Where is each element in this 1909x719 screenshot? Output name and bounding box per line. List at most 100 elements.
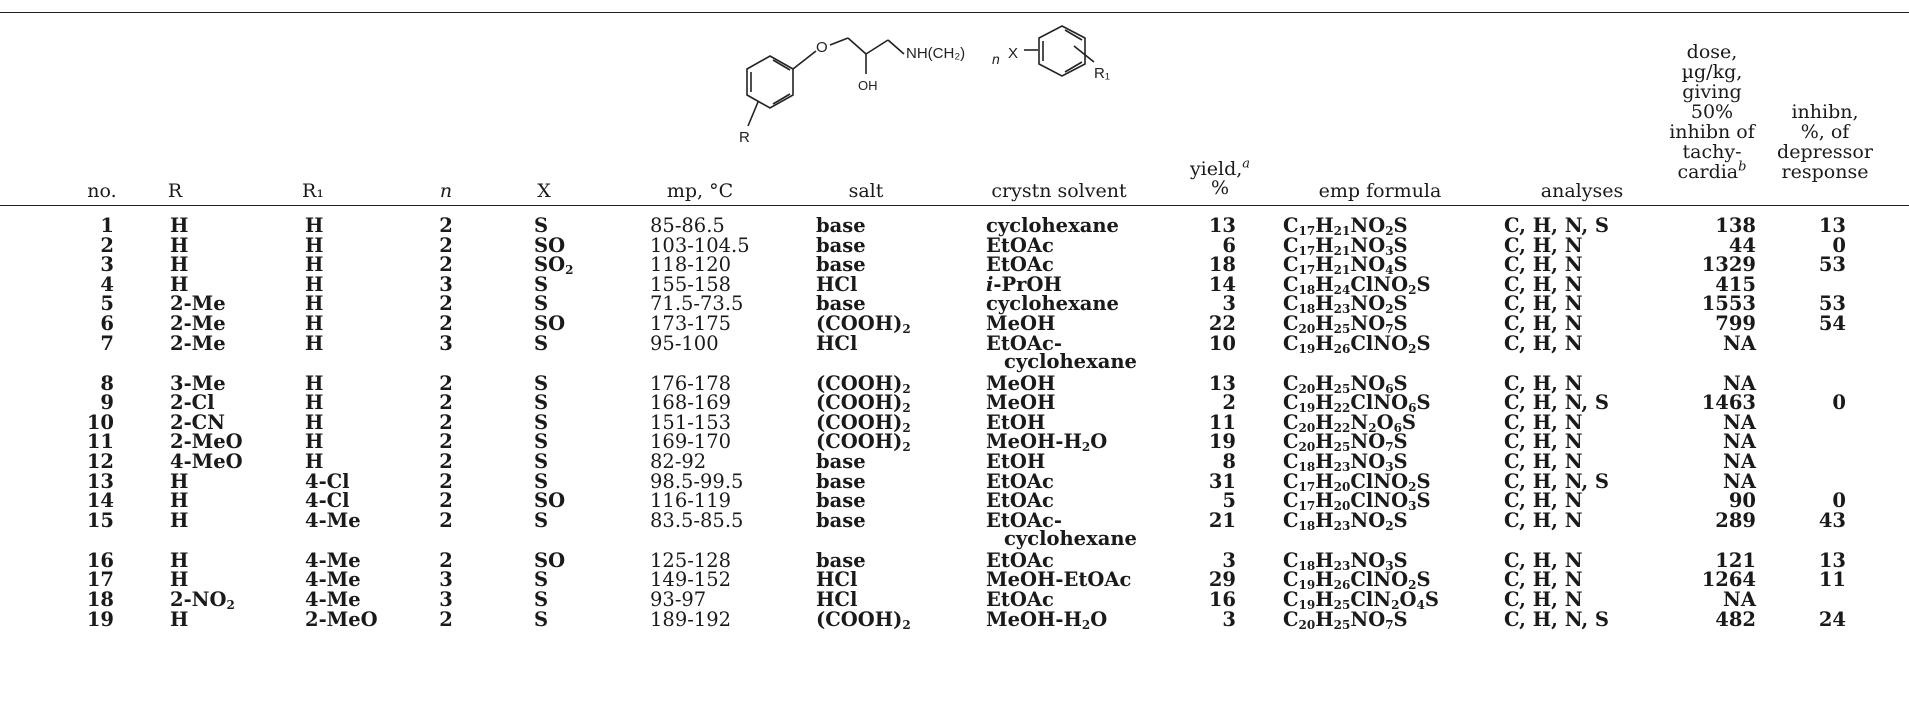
cell-solvent: MeOH-EtOAc <box>986 568 1132 592</box>
cell-mp: 169-170 <box>650 430 732 454</box>
cell-analyses: C, H, N <box>1504 548 1583 572</box>
header-inhib-line: %, of <box>1800 121 1850 143</box>
cell-formula: C20H25NO7S <box>1283 607 1408 632</box>
cell-inhib: 24 <box>1818 607 1846 631</box>
cell-r1: 2-MeO <box>305 607 378 631</box>
cell-no: 15 <box>86 508 114 532</box>
header-solvent: crystn solvent <box>991 180 1127 202</box>
cell-mp: 83.5-85.5 <box>650 508 744 532</box>
cell-no: 8 <box>100 371 114 395</box>
cell-analyses: C, H, N <box>1504 312 1583 335</box>
cell-r: H <box>170 508 189 532</box>
cell-analyses: C, H, N <box>1504 430 1583 454</box>
cell-n: 2 <box>439 607 453 631</box>
cell-no: 3 <box>100 253 114 277</box>
cell-n: 2 <box>439 548 453 572</box>
footnote-b: b <box>1738 159 1747 175</box>
cell-mp: 85-86.5 <box>650 214 725 237</box>
cell-mp: 103-104.5 <box>650 233 750 257</box>
cell-salt: HCl <box>816 331 858 355</box>
cell-n: 2 <box>439 391 453 415</box>
cell-no: 13 <box>86 469 114 493</box>
left-benzene-ring <box>746 55 794 109</box>
cell-x: S <box>534 430 549 454</box>
cell-analyses: C, H, N <box>1504 450 1583 473</box>
cell-formula: C17H20ClNO2S <box>1283 469 1431 494</box>
cell-x: SO2 <box>534 253 574 278</box>
cell-n: 3 <box>439 568 453 592</box>
cell-mp: 151-153 <box>650 410 732 434</box>
cell-dose: NA <box>1723 371 1756 395</box>
structure-label-x: X <box>1008 45 1018 62</box>
cell-analyses: C, H, N, S <box>1504 607 1609 631</box>
header-yield-label: yield, <box>1189 158 1243 180</box>
cell-salt: HCl <box>816 568 858 592</box>
cell-analyses: C, H, N <box>1504 272 1583 296</box>
cell-r1: H <box>305 430 324 454</box>
cell-r: H <box>170 272 189 296</box>
cell-formula: C18H23NO2S <box>1283 508 1408 533</box>
cell-formula: C18H24ClNO2S <box>1283 272 1431 297</box>
cell-analyses: C, H, N, S <box>1504 391 1609 415</box>
cell-formula: C17H21NO4S <box>1283 253 1408 278</box>
cell-salt: base <box>816 233 866 257</box>
cell-no: 9 <box>100 391 114 415</box>
cell-mp: 155-158 <box>650 272 732 296</box>
cell-x: S <box>534 450 549 473</box>
structure-label-oh: OH <box>858 78 878 93</box>
cell-inhib: 0 <box>1832 233 1846 257</box>
cell-dose: 1329 <box>1701 253 1756 277</box>
cell-analyses: C, H, N <box>1504 588 1583 611</box>
cell-dose: NA <box>1723 410 1756 434</box>
header-dose-line: tachy- <box>1682 141 1742 163</box>
cell-solvent: MeOH-H2O <box>986 607 1108 632</box>
cell-no: 11 <box>86 430 114 454</box>
cell-salt: base <box>816 469 866 493</box>
cell-r: 4-MeO <box>170 450 243 473</box>
cell-dose: 1264 <box>1701 568 1756 592</box>
cell-solvent: MeOH <box>986 312 1056 335</box>
cell-r: H <box>170 568 189 592</box>
cell-mp: 71.5-73.5 <box>650 292 744 316</box>
cell-solvent-continued: cyclohexane <box>1004 349 1137 373</box>
cell-r: H <box>170 233 189 257</box>
cell-analyses: C, H, N <box>1504 410 1583 434</box>
cell-yield: 29 <box>1208 568 1236 592</box>
cell-inhib: 13 <box>1818 214 1846 237</box>
cell-r: 3-Me <box>170 371 226 395</box>
cell-solvent: EtOH <box>986 450 1046 473</box>
cell-n: 2 <box>439 312 453 335</box>
cell-no: 19 <box>86 607 114 631</box>
cell-mp: 189-192 <box>650 607 732 631</box>
cell-dose: 289 <box>1715 508 1756 532</box>
header-analyses: analyses <box>1540 180 1624 202</box>
cell-r: H <box>170 253 189 277</box>
r-bond <box>747 101 759 127</box>
header-x: X <box>537 180 551 202</box>
cell-analyses: C, H, N <box>1504 233 1583 257</box>
cell-yield: 21 <box>1208 508 1236 532</box>
cell-analyses: C, H, N <box>1504 568 1583 592</box>
cell-n: 3 <box>439 331 453 355</box>
cell-x: S <box>534 391 549 415</box>
cell-formula: C19H26ClNO2S <box>1283 331 1431 356</box>
cell-n: 2 <box>439 508 453 532</box>
cell-no: 12 <box>86 450 114 473</box>
header-yield: yield,a % <box>1180 158 1260 198</box>
cell-n: 3 <box>439 588 453 611</box>
cell-analyses: C, H, N <box>1504 508 1583 532</box>
cell-n: 2 <box>439 410 453 434</box>
cell-solvent: cyclohexane <box>986 292 1119 316</box>
header-dose-line: inhibn of <box>1669 121 1755 143</box>
cell-analyses: C, H, N <box>1504 371 1583 395</box>
cell-no: 2 <box>100 233 114 257</box>
cell-r1: 4-Cl <box>305 469 350 493</box>
cell-inhib: 43 <box>1818 508 1846 532</box>
cell-dose: NA <box>1723 469 1756 493</box>
cell-salt: base <box>816 489 866 513</box>
cell-mp: 118-120 <box>650 253 732 277</box>
cell-formula: C20H22N2O6S <box>1283 410 1417 435</box>
cell-r: 2-NO2 <box>170 588 235 612</box>
cell-analyses: C, H, N <box>1504 253 1583 277</box>
cell-r1: 4-Me <box>305 548 361 572</box>
